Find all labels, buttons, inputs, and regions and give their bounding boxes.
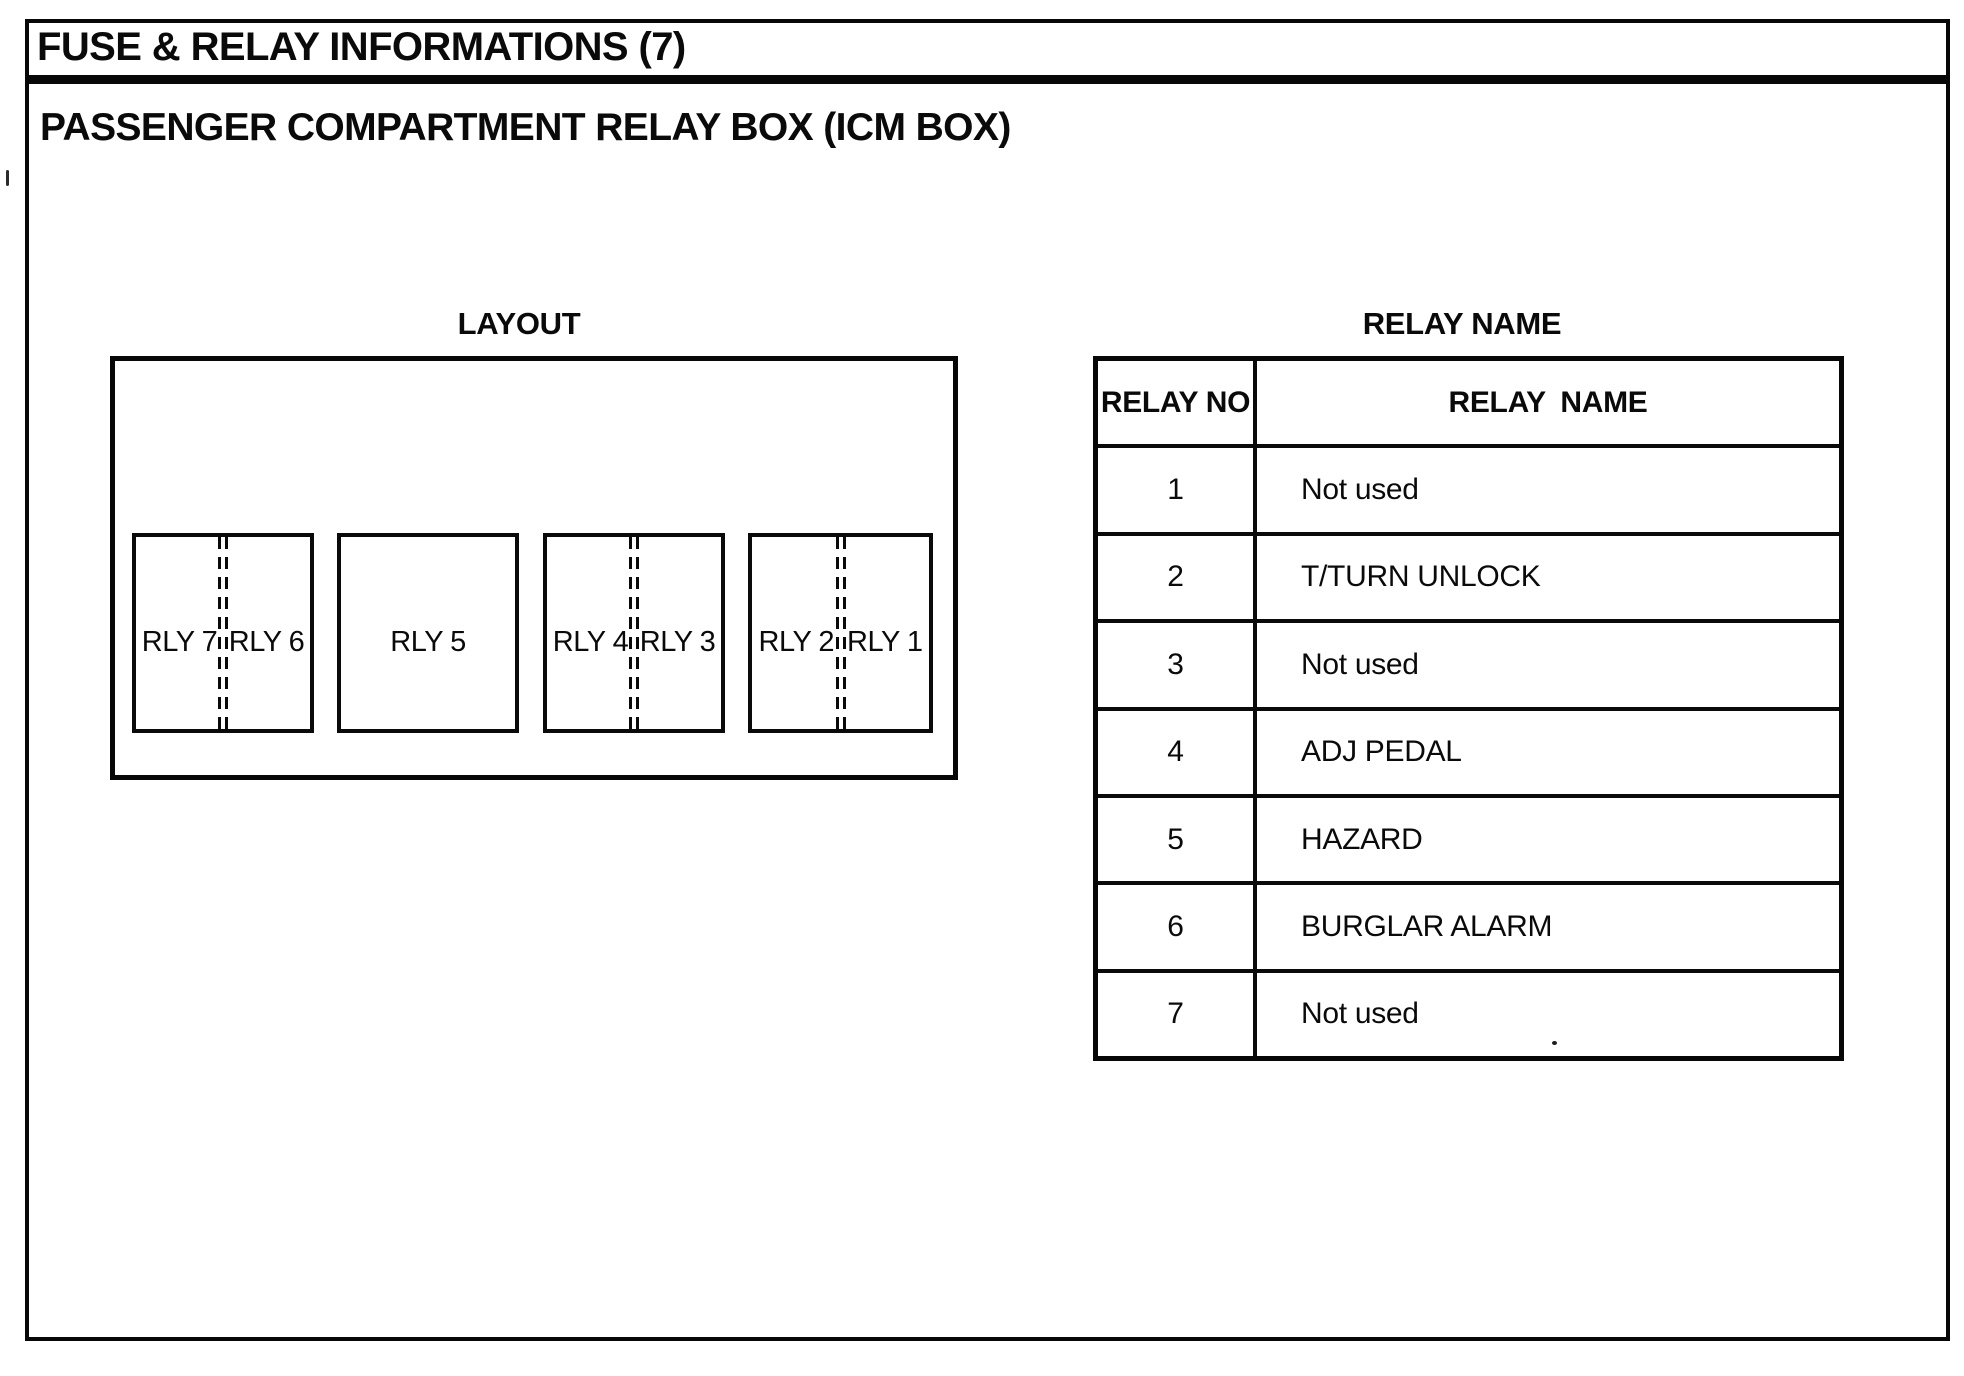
table-row: 6 BURGLAR ALARM: [1098, 881, 1839, 969]
table-row: 2 T/TURN UNLOCK: [1098, 531, 1839, 620]
relay-slot-label: RLY 2: [758, 625, 835, 658]
page-title: FUSE & RELAY INFORMATIONS (7): [37, 25, 686, 69]
column-header-relay-no: RELAY NO: [1098, 361, 1257, 445]
relay-no-cell: 6: [1098, 885, 1257, 969]
relay-slot-group-2-1: RLY 2 RLY 1: [748, 533, 933, 733]
relay-name-cell: Not used: [1301, 647, 1419, 681]
relay-name-cell: BURGLAR ALARM: [1301, 909, 1553, 943]
relay-slot-group-4-3: RLY 4 RLY 3: [543, 533, 725, 733]
relay-no-cell: 2: [1098, 535, 1257, 620]
table-header-row: RELAY NO RELAY NAME: [1098, 361, 1839, 445]
dashed-divider: [629, 537, 639, 729]
relay-name-cell: T/TURN UNLOCK: [1301, 560, 1541, 594]
relay-slot-label: RLY 4: [552, 625, 629, 658]
table-row: 5 HAZARD: [1098, 793, 1839, 882]
relay-no-cell: 5: [1098, 797, 1257, 882]
table-row: 1 Not used: [1098, 444, 1839, 532]
scan-artifact-mark: [6, 170, 9, 186]
dashed-divider: [218, 537, 228, 729]
relay-no-cell: 1: [1098, 448, 1257, 532]
section-heading: PASSENGER COMPARTMENT RELAY BOX (ICM BOX…: [40, 106, 1011, 149]
title-bar: FUSE & RELAY INFORMATIONS (7): [25, 19, 1950, 84]
relay-box-outline: [110, 356, 958, 780]
relay-no-cell: 7: [1098, 972, 1257, 1056]
relay-slot-label: RLY 7: [141, 625, 218, 658]
relay-name-cell: ADJ PEDAL: [1301, 735, 1462, 769]
relay-slot-label: RLY 5: [390, 625, 466, 658]
layout-diagram-title: LAYOUT: [457, 306, 581, 341]
relay-name-cell: HAZARD: [1301, 822, 1423, 856]
column-header-relay-name: RELAY NAME: [1448, 385, 1648, 419]
relay-name-cell: Not used: [1301, 997, 1419, 1031]
table-row: 7 Not used: [1098, 968, 1839, 1056]
dashed-divider: [835, 537, 846, 729]
relay-name-cell: Not used: [1301, 473, 1419, 507]
relay-no-cell: 3: [1098, 623, 1257, 707]
relay-slot-label: RLY 6: [228, 625, 305, 658]
relay-slot-group-7-6: RLY 7 RLY 6: [132, 533, 314, 733]
relay-no-cell: 4: [1098, 710, 1257, 794]
relay-table-title: RELAY NAME: [1362, 306, 1562, 341]
relay-slot-label: RLY 3: [639, 625, 716, 658]
table-row: 3 Not used: [1098, 619, 1839, 707]
table-row: 4 ADJ PEDAL: [1098, 706, 1839, 794]
relay-slot-label: RLY 1: [847, 625, 923, 658]
relay-slot-group-5: RLY 5: [337, 533, 519, 733]
relay-name-table: RELAY NO RELAY NAME 1 Not used 2 T/TURN …: [1093, 356, 1844, 1061]
scan-artifact-dot: [1552, 1041, 1557, 1045]
